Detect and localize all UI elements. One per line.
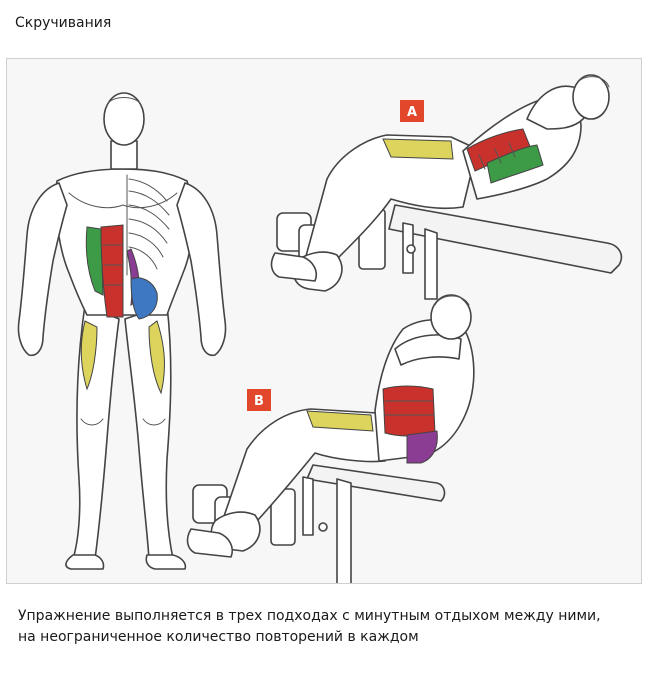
panel-b-label: B [254,394,264,409]
exercise-illustration: .o { stroke:#444; stroke-width:1.6; fill… [6,58,642,584]
exercise-caption: Упражнение выполняется в трех подходах с… [18,608,601,645]
exercise-panel-a: A [270,74,623,300]
anatomy-figure [17,92,227,570]
page-title: Скручивания [15,15,112,31]
exercise-panel-b: B [186,294,475,583]
panel-a-badge [400,100,424,122]
panel-b-badge [247,389,271,411]
panel-a-label: A [407,105,417,120]
